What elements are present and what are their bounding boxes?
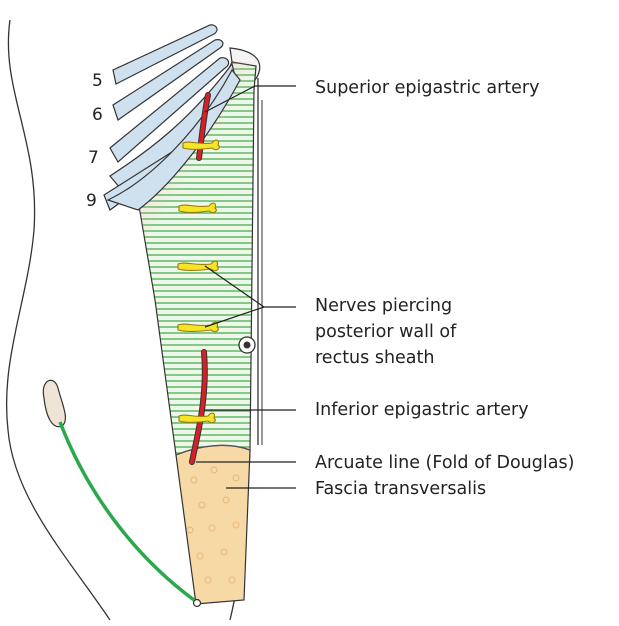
label-fascia-transversalis: Fascia transversalis — [315, 477, 486, 501]
label-nerves-line2: posterior wall of — [315, 320, 456, 344]
label-nerves-line3: rectus sheath — [315, 346, 434, 370]
rib-number-6: 6 — [92, 105, 103, 125]
rib-number-9: 9 — [86, 191, 97, 211]
iliac-crest-stub — [43, 380, 65, 426]
rib-number-5: 5 — [92, 71, 103, 91]
ilioinguinal-nerve — [60, 422, 194, 600]
rib-number-7: 7 — [88, 148, 99, 168]
umbilicus — [239, 337, 255, 353]
label-arcuate-line: Arcuate line (Fold of Douglas) — [315, 451, 574, 475]
pubic-tubercle — [194, 600, 201, 607]
label-superior-epigastric-artery: Superior epigastric artery — [315, 76, 539, 100]
label-nerves-line1: Nerves piercing — [315, 294, 452, 318]
label-inferior-epigastric-artery: Inferior epigastric artery — [315, 398, 529, 422]
